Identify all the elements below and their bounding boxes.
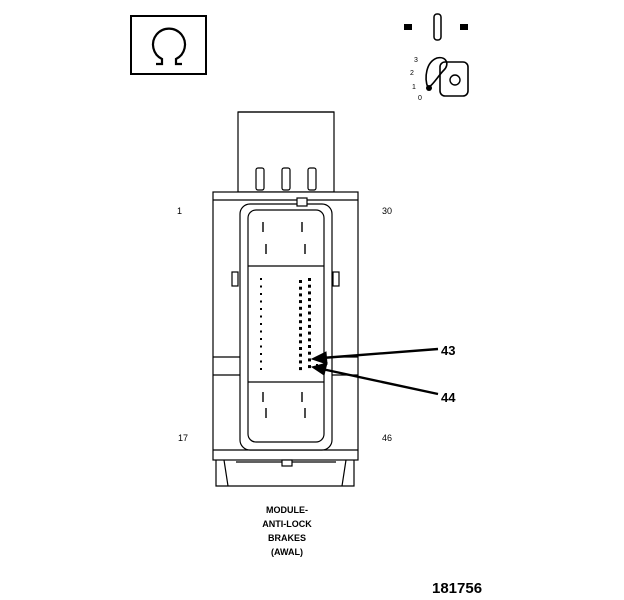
pin-cavity [316, 364, 318, 366]
pin-cavity [260, 345, 262, 348]
pin-cavity [260, 338, 262, 340]
ignition-key-icon [425, 56, 469, 97]
pin-cavity [299, 333, 302, 337]
pin-cavity [308, 358, 311, 362]
callout-label-44: 44 [441, 390, 456, 405]
pin-cavity [308, 365, 311, 369]
caption-line-3: BRAKES [268, 533, 306, 543]
pin-cavity [299, 313, 302, 317]
pin-cavity [308, 304, 311, 308]
pin-label-bottom-right: 46 [382, 433, 392, 443]
ignition-pos-0: 0 [418, 95, 422, 102]
pin-cavity [308, 311, 311, 315]
pin-cavity [260, 330, 262, 333]
ignition-pos-3: 3 [414, 57, 418, 64]
pin-cavity [308, 345, 311, 348]
pin-cavity [299, 340, 302, 344]
large-terminals [262, 222, 306, 418]
pin-cavity [308, 278, 311, 281]
pin-cavity [260, 368, 262, 370]
pin-cavity [308, 284, 311, 288]
pin-cavity [299, 320, 302, 324]
pin-cavity [260, 278, 262, 280]
pin-cavity [299, 280, 302, 283]
pin-cavity [260, 308, 262, 310]
connector-body [212, 111, 359, 487]
pin-cavity [299, 286, 302, 290]
pin-cavity [308, 351, 311, 355]
pin-cavity [299, 306, 302, 310]
pin-cavity [308, 318, 311, 322]
caption-line-1: MODULE- [266, 505, 308, 515]
figure-number: 181756 [432, 580, 482, 597]
small-pin-cavities [260, 278, 318, 371]
caption-line-2: ANTI-LOCK [262, 519, 312, 529]
pin-cavity [308, 338, 311, 342]
pin-cavity [299, 367, 302, 371]
pin-cavity [299, 300, 302, 304]
pin-cavity [299, 293, 302, 297]
pin-cavity [308, 331, 311, 335]
pin-cavity [260, 323, 262, 325]
pin-cavity [260, 315, 262, 318]
pin-cavity [308, 298, 311, 302]
pin-label-bottom-left: 17 [178, 433, 188, 443]
pin-cavity [260, 300, 262, 303]
pin-cavity [299, 353, 302, 357]
pin-cavity [299, 347, 302, 350]
caption-line-4: (AWAL) [271, 547, 303, 557]
ignition-pos-1: 1 [412, 84, 416, 91]
pin-cavity [260, 360, 262, 363]
callout-arrows [310, 347, 439, 396]
pin-cavity [299, 326, 302, 330]
pin-label-top-left: 1 [177, 206, 182, 216]
pin-label-top-right: 30 [382, 206, 392, 216]
pin-cavity [308, 291, 311, 295]
pin-cavity [260, 353, 262, 355]
pin-cavity [299, 360, 302, 364]
ignition-pos-2: 2 [410, 70, 414, 77]
ignition-switch-icon [404, 13, 468, 41]
callout-label-43: 43 [441, 343, 455, 358]
pin-cavity [308, 324, 311, 328]
pin-cavity [260, 285, 262, 288]
ohm-symbol-icon [130, 15, 207, 75]
pin-cavity [260, 293, 262, 295]
